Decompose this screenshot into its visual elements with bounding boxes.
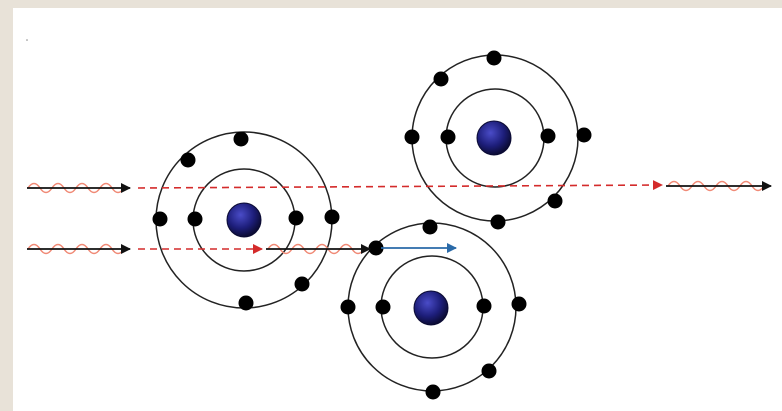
atom-2-electron (540, 128, 556, 144)
photon-1-path (137, 180, 663, 191)
atom-3 (340, 219, 527, 400)
photon-1-incident (27, 182, 131, 194)
atom-3-electron (481, 363, 497, 379)
atom-1-electron (233, 131, 249, 147)
photon-1-outgoing (666, 180, 772, 192)
atom-3-electron (422, 219, 438, 235)
atom-1-electron (152, 211, 168, 227)
atom-3-electron (425, 384, 441, 400)
atom-3-electron (511, 296, 527, 312)
atom-1-nucleus (226, 202, 262, 238)
atom-1 (152, 131, 340, 311)
atom-2-electron (547, 193, 563, 209)
atom-2-electron (433, 71, 449, 87)
atom-2-nucleus (476, 120, 512, 156)
diagram-canvas (13, 8, 782, 411)
atom-1-electron (288, 210, 304, 226)
atom-1-electron (294, 276, 310, 292)
atom-3-electron (368, 240, 384, 256)
atom-2-electron (440, 129, 456, 145)
atom-1-electron (324, 209, 340, 225)
atom-1-electron (180, 152, 196, 168)
photon-2-incident (27, 243, 131, 255)
atom-2 (404, 50, 592, 230)
atom-3-electron (375, 299, 391, 315)
photon-atom-scattering-diagram (26, 39, 772, 400)
atom-3-electron (476, 298, 492, 314)
atom-1-electron (187, 211, 203, 227)
atom-3-electron (340, 299, 356, 315)
atom-2-electron (404, 129, 420, 145)
atom-3-nucleus (413, 290, 449, 326)
atom-2-electron (576, 127, 592, 143)
photon-2-scattered (266, 243, 371, 255)
atom-2-electron (490, 214, 506, 230)
atom-2-electron (486, 50, 502, 66)
speck-mark (26, 39, 28, 41)
atom-1-electron (238, 295, 254, 311)
